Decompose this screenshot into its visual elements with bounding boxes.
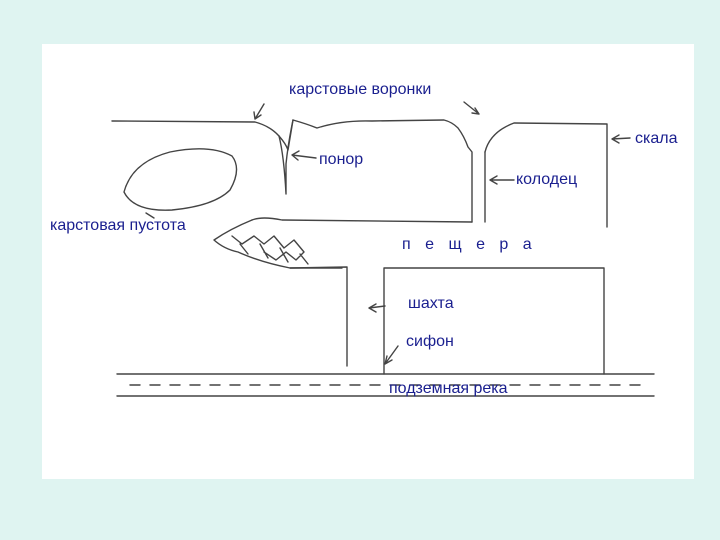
arrow-ponor: [292, 151, 316, 160]
label-ponor: понор: [319, 152, 363, 168]
karst-cross-section-drawing: [42, 44, 694, 479]
arrow-cliff: [612, 135, 630, 143]
rubble-outline: [214, 220, 342, 268]
cave-ceiling-line: [252, 218, 472, 222]
label-karst-funnels: карстовые воронки: [289, 82, 431, 98]
ponor-line: [279, 120, 293, 194]
label-underground-river: подземная река: [389, 381, 508, 397]
cave-floor-left: [290, 267, 347, 366]
arrow-funnel-right: [464, 102, 479, 114]
rubble-block-lines: [232, 236, 308, 264]
diagram-sheet: карстовые воронки понор колодец скала ка…: [42, 44, 694, 479]
label-cave: п е щ е р а: [402, 237, 537, 253]
karst-cavity-outline: [124, 149, 237, 210]
arrow-siphon: [385, 346, 398, 364]
arrow-funnel-left: [254, 104, 264, 119]
label-well: колодец: [516, 172, 577, 188]
label-cliff: скала: [635, 131, 677, 147]
arrow-shaft: [369, 304, 385, 312]
shaft-and-siphon: [384, 268, 604, 374]
arrow-well: [490, 176, 514, 184]
label-shaft: шахта: [408, 296, 454, 312]
label-siphon: сифон: [406, 334, 454, 350]
label-karst-cavity: карстовая пустота: [50, 218, 186, 234]
ground-surface-line: [112, 120, 472, 222]
